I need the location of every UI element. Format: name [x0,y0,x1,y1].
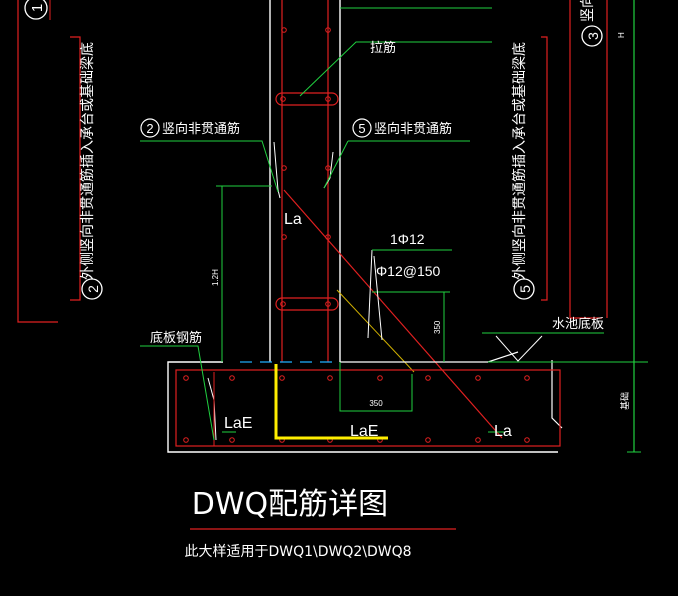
tie-bar-upper [275,92,339,106]
top-left-number: 1 [29,4,46,12]
vertical-bar-left-label: 2 竖向非贯通筋 [140,118,240,138]
la-wall-label: La [284,211,302,228]
svg-text:2: 2 [146,121,153,136]
dimension-350-horizontal: 350 [339,362,413,412]
right-dim-h: H [617,32,626,38]
top-right-text: 竖向 [580,0,596,22]
tie-bar-label: 拉筋 [370,40,396,56]
left-note-circle-2 [81,278,103,300]
bar-spec-1: 1Φ12 [390,231,425,247]
svg-text:350: 350 [433,320,442,334]
svg-text:竖向非贯通筋: 竖向非贯通筋 [162,121,240,137]
dimension-350-vertical: 350 [372,291,450,362]
bottom-plate-bar-label: 底板钢筋 [150,330,202,346]
left-note-number: 2 [85,285,101,293]
right-vertical-note-frame [541,0,608,319]
drawing-title: DWQ配筋详图 [192,487,388,522]
svg-text:5: 5 [358,121,365,136]
lae-mid-label: LaE [350,423,378,440]
leaders [140,7,604,441]
bar-spec-2: Φ12@150 [376,263,441,279]
base-slab-outline [167,335,648,453]
pool-bottom-marker [495,335,543,362]
la-right-label: La [494,423,512,440]
wall-rebar [273,0,503,439]
highlighted-anchor-bar [274,364,388,440]
tie-bar-lower [275,297,339,311]
top-right-note: 3 竖向 [580,0,603,47]
right-dim-bottom: 基础 [619,392,631,410]
svg-text:1.2H: 1.2H [211,269,220,286]
dimension-left-vertical: 1.2H [211,185,272,362]
right-vertical-note: 5 外侧竖向非贯通筋插入承台或基础梁底 [511,42,535,300]
svg-text:350: 350 [369,399,383,408]
lae-left-label: LaE [224,415,252,432]
pool-bottom-label: 水池底板 [552,316,604,332]
right-note-number: 5 [517,285,533,293]
right-note-circle-5 [513,278,535,300]
top-right-number: 3 [585,32,601,40]
svg-text:竖向非贯通筋: 竖向非贯通筋 [374,121,452,137]
wall-outline [269,0,341,362]
drawing-subtitle: 此大样适用于DWQ1\DWQ2\DWQ8 [184,544,411,560]
left-note-circle-1: 1 [24,0,48,20]
right-note-text: 外侧竖向非贯通筋插入承台或基础梁底 [511,42,528,280]
vertical-bar-right-label: 5 竖向非贯通筋 [352,118,452,138]
left-note-text: 外侧竖向非贯通筋插入承台或基础梁底 [79,42,96,280]
right-dimension: H 基础 [617,0,641,453]
left-vertical-note-frame [17,0,81,323]
left-vertical-note: 2 外侧竖向非贯通筋插入承台或基础梁底 [79,42,103,300]
